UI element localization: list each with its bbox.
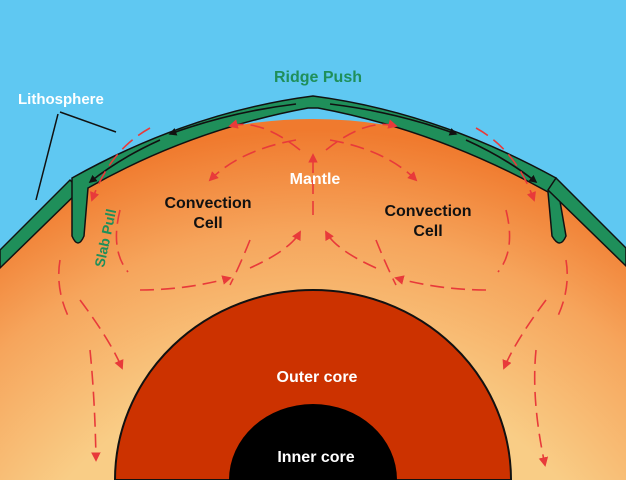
inner-core xyxy=(229,404,397,480)
outer-core-label: Outer core xyxy=(277,369,358,386)
convection-cell-left-label-line2: Cell xyxy=(193,215,222,232)
mantle-label: Mantle xyxy=(290,171,341,188)
lithosphere-right-plate xyxy=(547,176,626,268)
lithosphere-label: Lithosphere xyxy=(18,91,104,108)
convection-cell-right-label-line1: Convection xyxy=(384,203,471,220)
outer-core xyxy=(113,289,513,480)
inner-core-label: Inner core xyxy=(277,449,354,466)
ridge-push-label: Ridge Push xyxy=(274,69,362,86)
lithosphere-main-plate xyxy=(71,95,567,244)
convection-cell-left-label-line1: Convection xyxy=(164,195,251,212)
convection-arrows xyxy=(57,119,569,467)
convection-cell-right-label-line2: Cell xyxy=(413,223,442,240)
lithosphere-pointer-lines xyxy=(35,111,117,201)
plate-motion-arrows xyxy=(88,103,538,183)
